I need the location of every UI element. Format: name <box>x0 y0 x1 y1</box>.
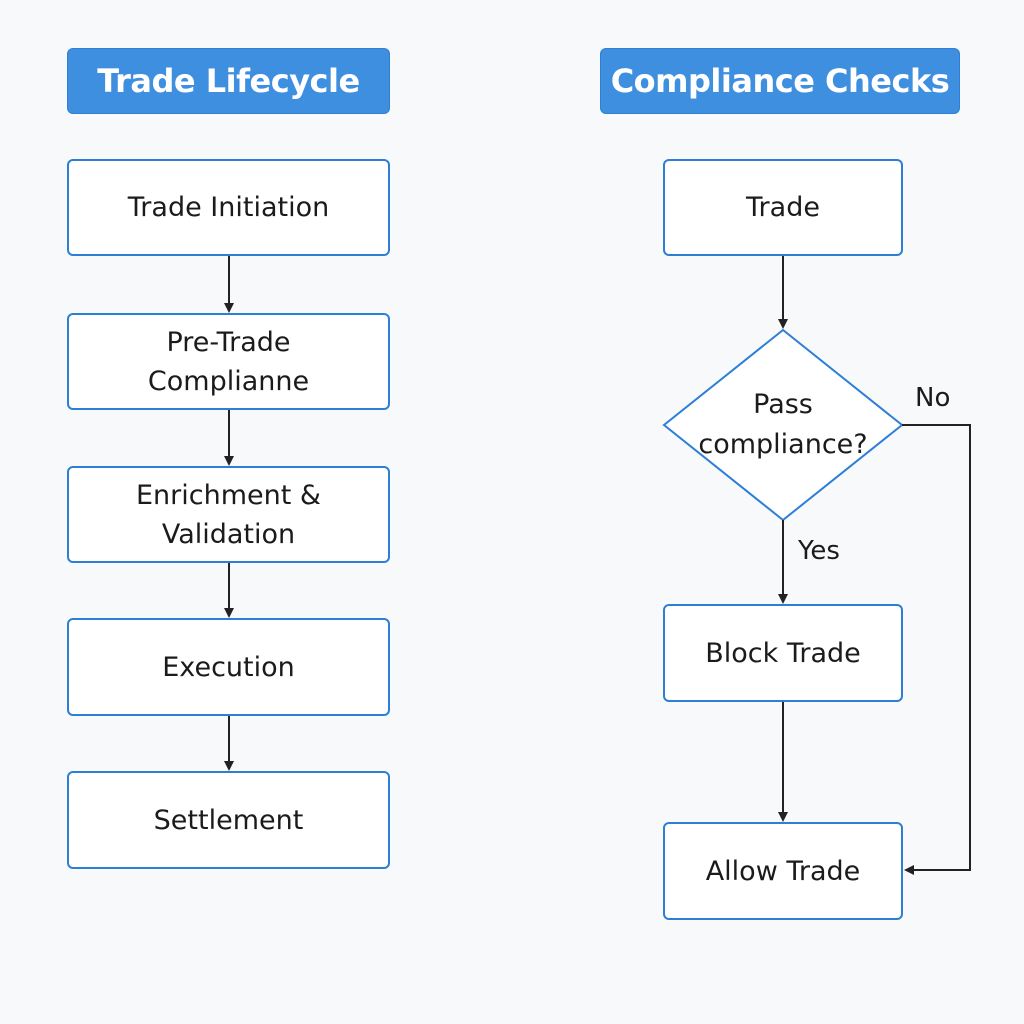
label-line: compliance? <box>698 429 868 460</box>
label-line: Pre-Trade <box>166 326 291 358</box>
label-line: Execution <box>162 651 295 683</box>
step-enrichment-validation: Enrichment & Validation <box>67 466 390 563</box>
step-trade-initiation: Trade Initiation <box>67 159 390 256</box>
compliance-header: Compliance Checks <box>600 48 960 114</box>
decision-pass-compliance: Pass compliance? <box>664 330 902 520</box>
label-line: Allow Trade <box>705 855 861 887</box>
label-line: Complianne <box>147 365 310 397</box>
step-execution: Execution <box>67 618 390 716</box>
node-trade: Trade <box>663 159 903 256</box>
label-line: Block Trade <box>705 637 861 669</box>
label-line: Trade <box>746 192 820 223</box>
edge-label-no: No <box>915 383 951 413</box>
lifecycle-header: Trade Lifecycle <box>67 48 390 114</box>
label-line: Validation <box>161 518 296 550</box>
label-line: Enrichment & <box>136 479 321 511</box>
arrow-decision-no-to-allow <box>902 424 971 875</box>
node-allow-trade: Allow Trade <box>663 822 903 920</box>
label-line: Trade Initiation <box>127 192 330 223</box>
label-line: Pass <box>753 389 813 420</box>
node-block-trade: Block Trade <box>663 604 903 702</box>
edge-label-yes: Yes <box>798 536 840 566</box>
step-settlement: Settlement <box>67 771 390 869</box>
label-line: Settlement <box>153 804 304 836</box>
